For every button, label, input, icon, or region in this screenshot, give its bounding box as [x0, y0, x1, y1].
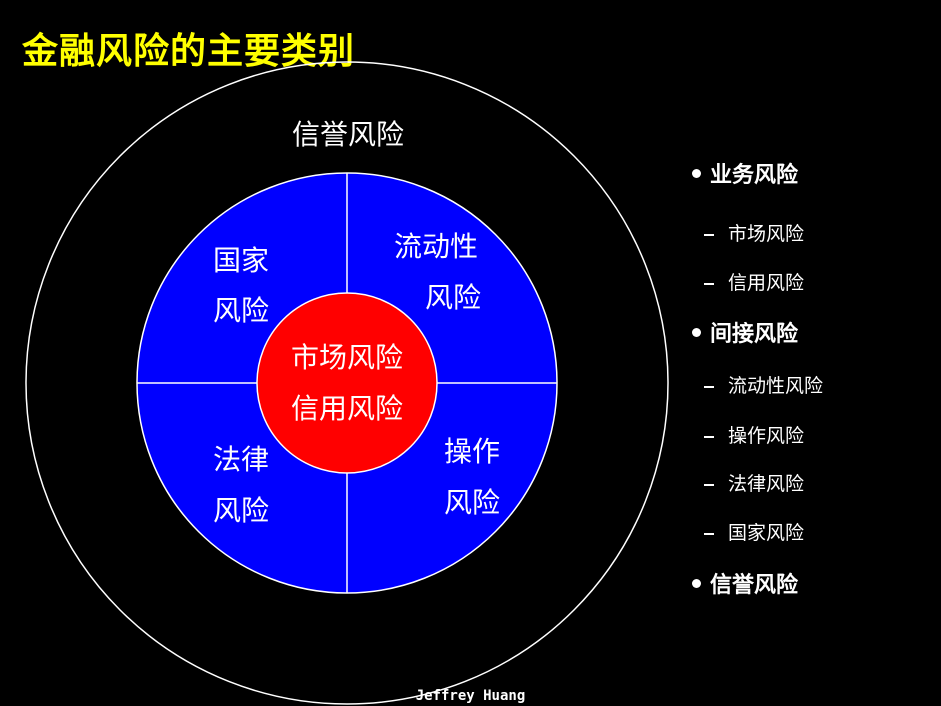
list-item-label: 流动性风险 — [728, 375, 824, 397]
bullet-icon — [692, 168, 701, 178]
bullet-icon — [692, 578, 701, 588]
dash-icon — [704, 533, 714, 535]
list-item-label: 法律风险 — [728, 473, 805, 495]
list-item-label: 市场风险 — [728, 223, 805, 245]
center-circle — [256, 292, 438, 474]
quadrant-top-left-line1: 国家 — [213, 244, 269, 277]
list-item: 市场风险 — [704, 219, 804, 246]
quadrant-bottom-left-line2: 风险 — [213, 494, 269, 527]
bullet-icon — [692, 327, 701, 337]
list-group-business: 业务风险 — [692, 157, 798, 189]
quadrant-bottom-left-line1: 法律 — [213, 443, 269, 476]
list-item: 操作风险 — [704, 421, 804, 448]
footer-author: Jeffrey Huang — [415, 688, 526, 704]
list-item-label: 国家风险 — [728, 522, 805, 544]
quadrant-bottom-right-line1: 操作 — [444, 435, 500, 468]
list-item-label: 信用风险 — [728, 272, 805, 294]
center-label-line2: 信用风险 — [291, 392, 403, 425]
quadrant-bottom-right-line2: 风险 — [444, 486, 500, 519]
list-item: 国家风险 — [704, 518, 804, 545]
list-group-indirect: 间接风险 — [692, 316, 798, 348]
list-item-label: 操作风险 — [728, 425, 805, 447]
dash-icon — [704, 386, 714, 388]
outer-ring-label: 信誉风险 — [292, 118, 404, 151]
center-label-line1: 市场风险 — [291, 341, 403, 374]
dash-icon — [704, 436, 714, 438]
list-group-label: 间接风险 — [710, 322, 799, 347]
dash-icon — [704, 234, 714, 236]
list-group-label: 信誉风险 — [710, 573, 799, 598]
list-group-label: 业务风险 — [710, 163, 799, 188]
quadrant-top-left-line2: 风险 — [213, 294, 269, 327]
quadrant-top-right-line2: 风险 — [425, 281, 481, 314]
list-item: 信用风险 — [704, 268, 804, 295]
list-item: 法律风险 — [704, 469, 804, 496]
dash-icon — [704, 484, 714, 486]
dash-icon — [704, 283, 714, 285]
outer-ring — [25, 61, 669, 705]
list-item: 流动性风险 — [704, 371, 823, 398]
risk-list: 业务风险 市场风险 信用风险 间接风险 流动性风险 操作风险 法律风险 国家风险… — [692, 0, 941, 706]
quadrant-top-right-line1: 流动性 — [394, 230, 478, 263]
list-group-reputation: 信誉风险 — [692, 567, 798, 599]
